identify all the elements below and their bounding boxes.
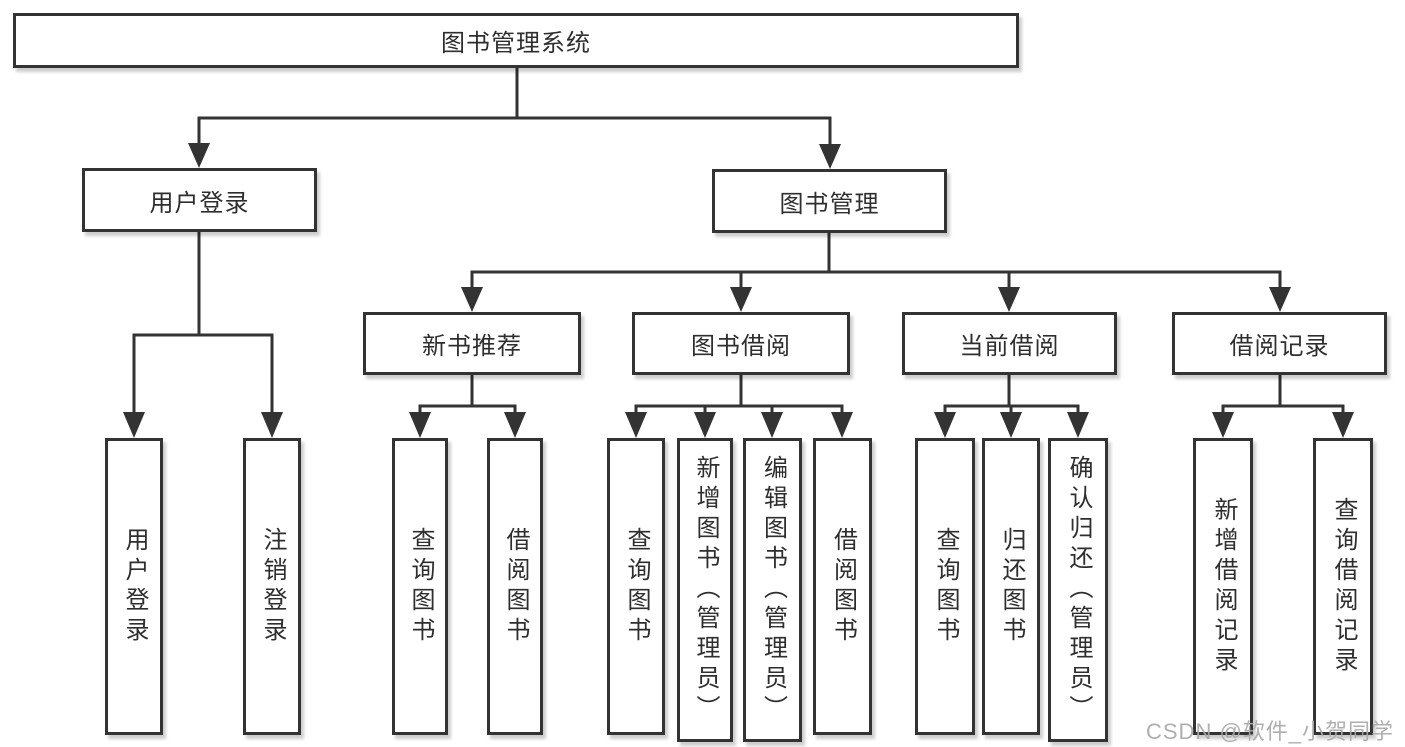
connector-bookborrow-to-leaves — [625, 373, 853, 438]
connector-root-to-level2 — [188, 66, 841, 169]
leaf-query-book-recommend-label: 查询图书 — [407, 526, 434, 647]
leaf-add-book-admin: 新增图书（管理员） — [677, 438, 733, 742]
leaf-query-book-current-label: 查询图书 — [932, 526, 959, 647]
connector-newbook-to-leaves — [409, 373, 526, 438]
leaf-borrow-book-recommend-label: 借阅图书 — [502, 526, 529, 647]
node-user-login-label: 用户登录 — [149, 189, 250, 217]
leaf-confirm-return-admin: 确认归还（管理员） — [1048, 438, 1108, 742]
leaf-return-book: 归还图书 — [982, 438, 1040, 735]
node-user-login: 用户登录 — [82, 168, 317, 232]
leaf-logout: 注销登录 — [243, 438, 301, 735]
node-root-label: 图书管理系统 — [441, 30, 591, 57]
leaf-query-book-current: 查询图书 — [915, 438, 975, 735]
leaf-edit-book-admin-label: 编辑图书（管理员） — [759, 455, 787, 725]
connector-currentborrow-to-leaves — [934, 373, 1089, 438]
leaf-return-book-label: 归还图书 — [998, 526, 1025, 647]
leaf-borrow-book-borrowing: 借阅图书 — [813, 438, 872, 735]
leaf-confirm-return-admin-label: 确认归还（管理员） — [1065, 455, 1092, 725]
leaf-add-book-admin-label: 新增图书（管理员） — [692, 455, 719, 725]
node-borrowing-records-label: 借阅记录 — [1229, 333, 1330, 360]
node-book-borrowing-label: 图书借阅 — [691, 333, 791, 360]
leaf-user-login: 用户登录 — [105, 438, 163, 735]
leaf-query-book-borrowing: 查询图书 — [607, 438, 665, 735]
leaf-query-book-borrowing-label: 查询图书 — [623, 526, 650, 647]
node-new-book-recommend: 新书推荐 — [363, 312, 581, 375]
leaf-edit-book-admin: 编辑图书（管理员） — [743, 438, 802, 742]
leaf-add-borrow-record-label: 新增借阅记录 — [1210, 496, 1237, 677]
watermark: CSDN @软件_小贺同学 — [1146, 719, 1395, 744]
leaf-query-borrow-record-label: 查询借阅记录 — [1330, 496, 1357, 677]
node-book-borrowing: 图书借阅 — [632, 312, 850, 375]
node-root: 图书管理系统 — [13, 13, 1019, 68]
leaf-borrow-book-recommend: 借阅图书 — [487, 438, 543, 735]
node-book-management: 图书管理 — [712, 169, 947, 233]
node-current-borrowing-label: 当前借阅 — [959, 333, 1060, 360]
leaf-user-login-label: 用户登录 — [121, 526, 148, 647]
node-book-management-label: 图书管理 — [779, 190, 880, 218]
node-current-borrowing: 当前借阅 — [902, 312, 1117, 375]
leaf-borrow-book-borrowing-label: 借阅图书 — [829, 526, 857, 647]
leaf-logout-label: 注销登录 — [259, 526, 286, 647]
node-new-book-recommend-label: 新书推荐 — [422, 333, 522, 360]
leaf-query-book-recommend: 查询图书 — [392, 438, 448, 735]
leaf-add-borrow-record: 新增借阅记录 — [1193, 438, 1253, 735]
connector-userlogin-to-leaves — [123, 230, 283, 438]
connector-records-to-leaves — [1212, 373, 1354, 438]
node-borrowing-records: 借阅记录 — [1172, 312, 1387, 375]
connector-bookmgmt-to-level3 — [461, 231, 1291, 312]
leaf-query-borrow-record: 查询借阅记录 — [1313, 438, 1373, 735]
